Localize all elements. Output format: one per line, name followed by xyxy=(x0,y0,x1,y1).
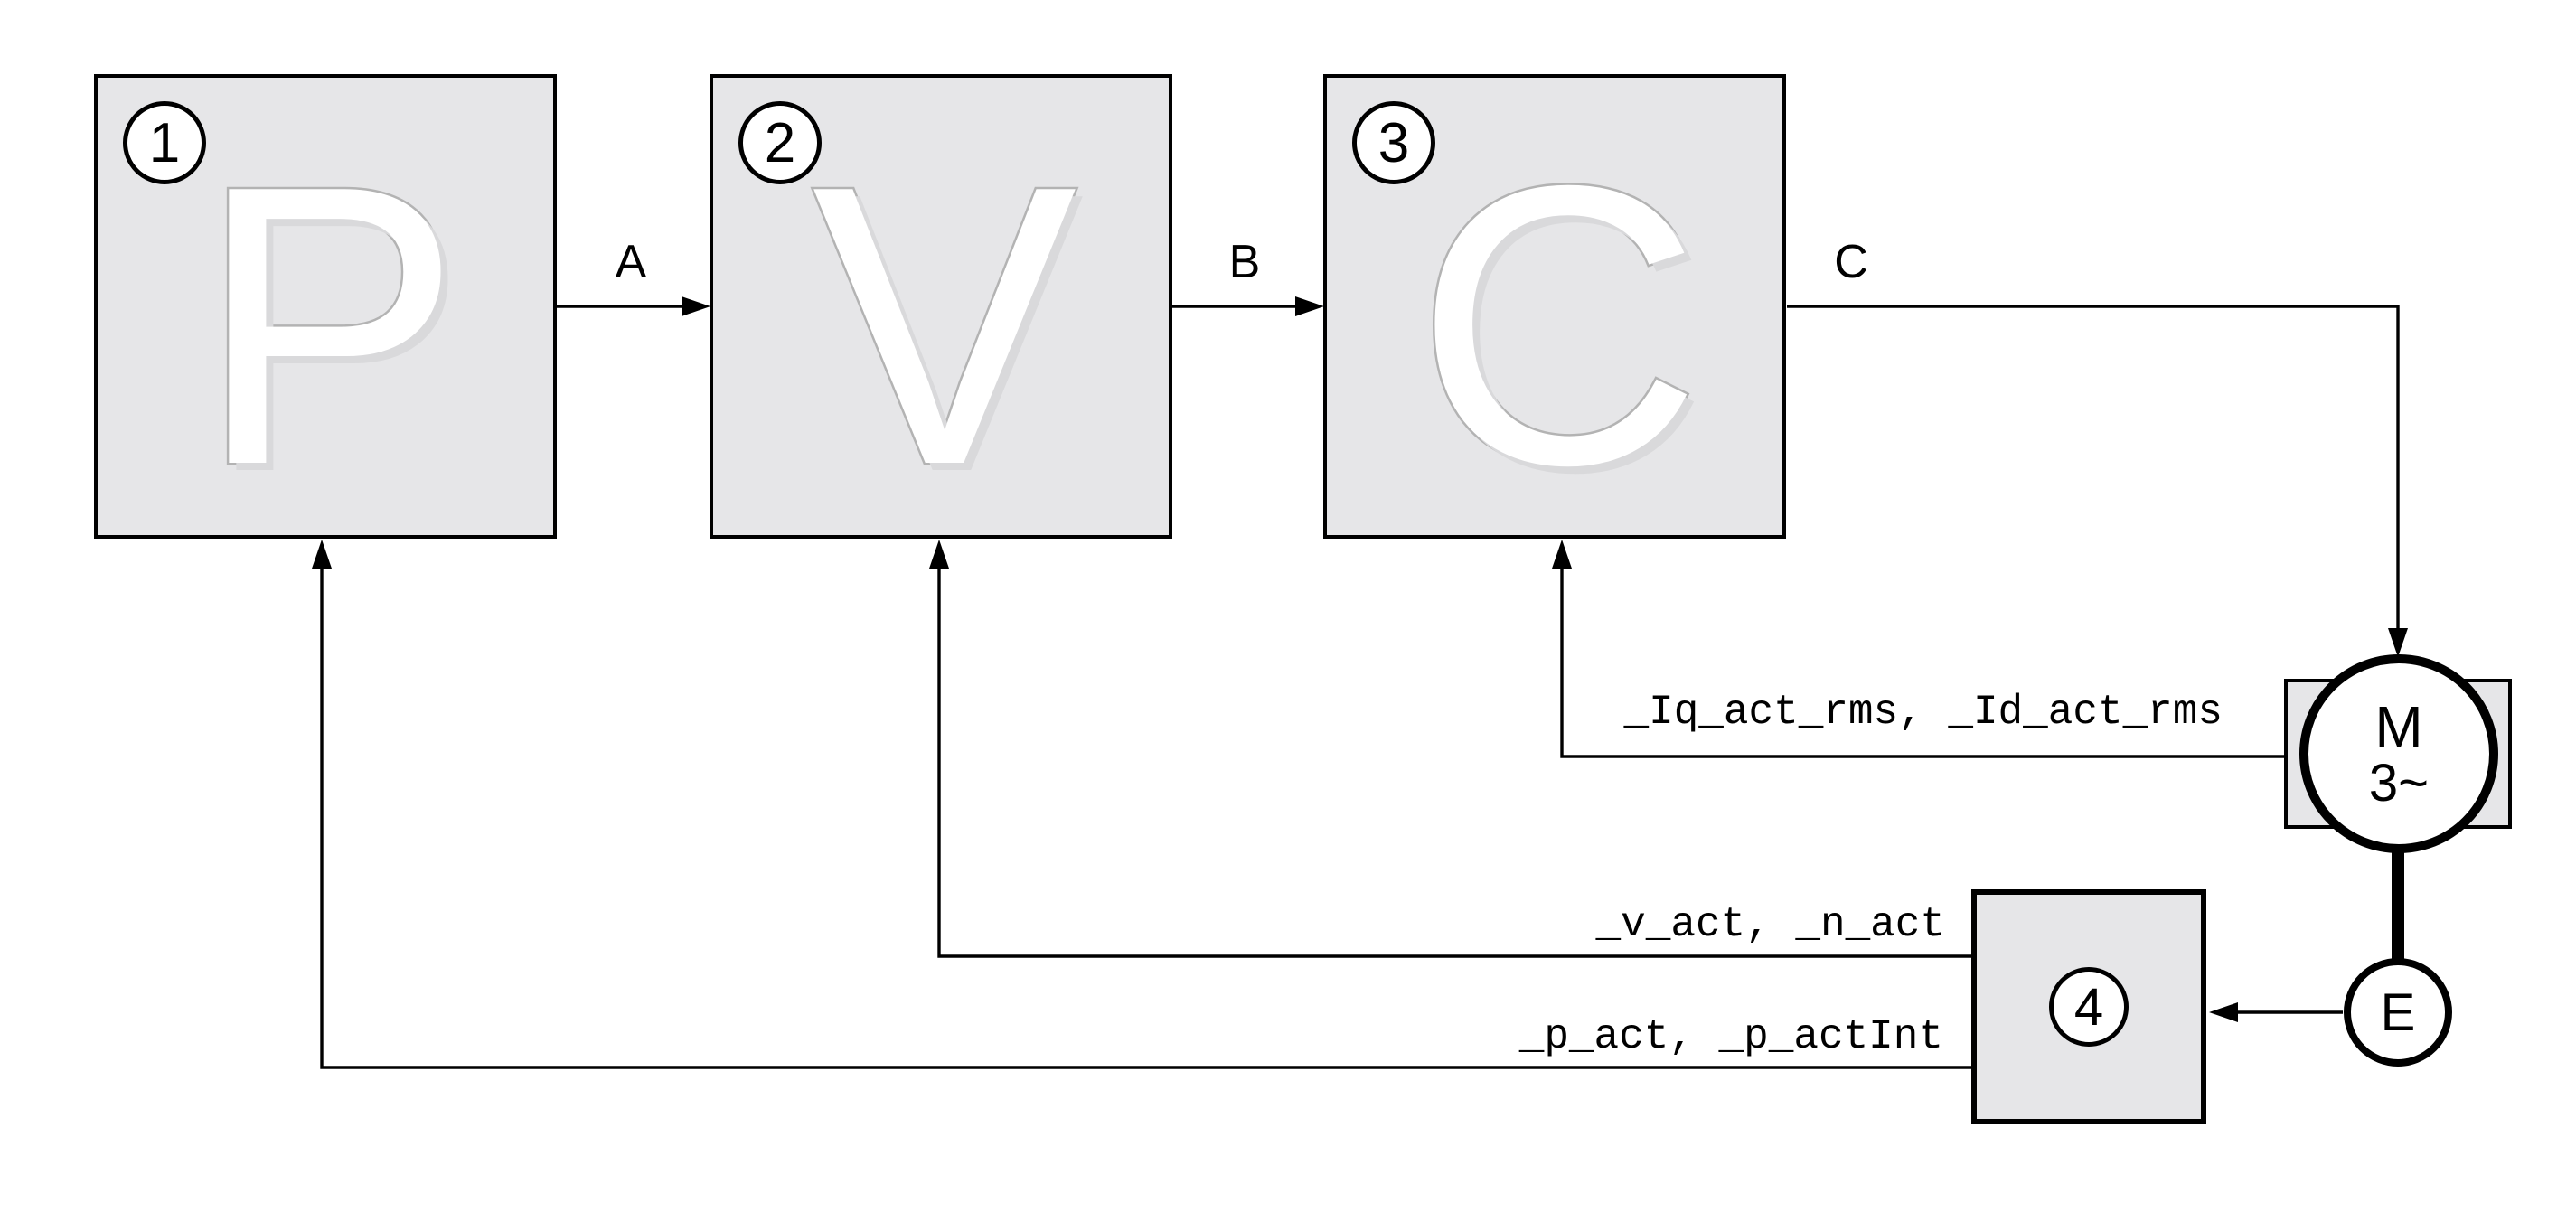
position-feedback-line xyxy=(312,540,1972,1069)
signal-c-arrow xyxy=(1787,305,2408,657)
signal-b-label: B xyxy=(1228,236,1261,288)
current-controller-block: C 3 xyxy=(1323,74,1786,539)
callout-2-badge: 2 xyxy=(738,101,822,184)
signal-a-label: A xyxy=(615,236,647,288)
encoder-letter: E xyxy=(2380,982,2416,1042)
encoder-symbol: E xyxy=(2344,958,2452,1067)
evaluation-block: 4 xyxy=(1971,889,2206,1124)
motor-letter: M xyxy=(2374,694,2423,759)
encoder-to-evaluation-arrow xyxy=(2209,1002,2343,1022)
current-feedback-label: _Iq_act_rms, _Id_act_rms xyxy=(1623,689,2223,736)
position-feedback-label: _p_act, _p_actInt xyxy=(1518,1013,1943,1060)
motor-symbol: M 3~ xyxy=(2299,654,2498,853)
velocity-feedback-label: _v_act, _n_act xyxy=(1595,901,1945,948)
callout-4-badge: 4 xyxy=(2049,967,2129,1047)
signal-b-arrow xyxy=(1171,296,1324,316)
velocity-feedback-line xyxy=(929,540,1972,958)
callout-1-badge: 1 xyxy=(123,101,206,184)
current-controller-letter: C xyxy=(1413,104,1705,548)
current-feedback-line xyxy=(1552,540,2287,758)
signal-c-label: C xyxy=(1834,236,1868,288)
callout-3-badge: 3 xyxy=(1352,101,1435,184)
position-controller-block: P 1 xyxy=(94,74,557,539)
motor-phase-label: 3~ xyxy=(2368,754,2430,813)
signal-a-arrow xyxy=(556,296,710,316)
position-controller-letter: P xyxy=(194,104,464,548)
velocity-controller-block: V 2 xyxy=(710,74,1172,539)
velocity-controller-letter: V xyxy=(810,104,1079,548)
